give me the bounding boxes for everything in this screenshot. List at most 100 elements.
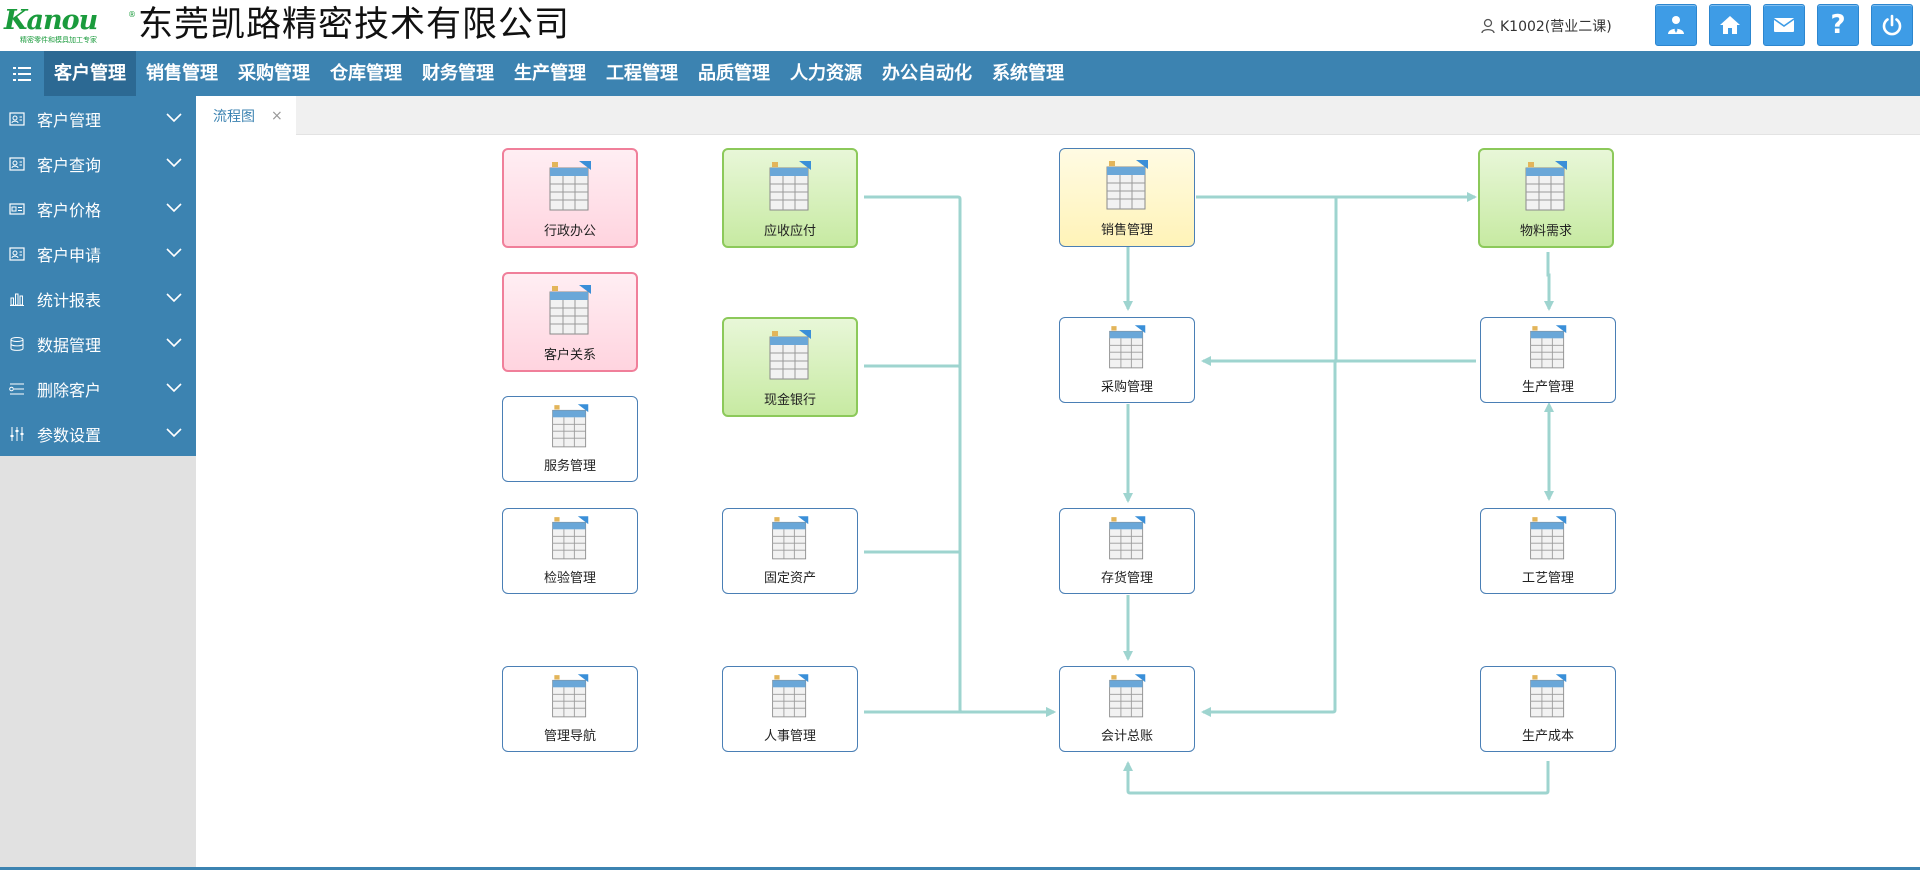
node-material-demand[interactable]: 物料需求	[1478, 148, 1614, 248]
chevron-down-icon	[166, 293, 182, 303]
sliders-icon	[10, 426, 24, 441]
link-material-to-purchase	[1201, 197, 1338, 366]
node-sales-management[interactable]: 销售管理	[1059, 148, 1195, 247]
nav-system[interactable]: 系统管理	[992, 63, 1064, 84]
node-receivables-payables[interactable]: 应收应付	[722, 148, 858, 248]
tab-label: 流程图	[213, 108, 255, 125]
sidebar-item-customer-price[interactable]: 客户价格	[0, 186, 196, 231]
sidebar-item-customer-manage[interactable]: 客户管理	[0, 96, 196, 141]
menu-toggle-button[interactable]	[0, 51, 44, 96]
home-button[interactable]	[1709, 4, 1751, 46]
database-icon	[10, 336, 24, 351]
node-label: 现金银行	[763, 393, 816, 408]
sidebar-item-label: 客户申请	[37, 245, 102, 265]
node-label: 生产管理	[1521, 380, 1574, 395]
node-label: 工艺管理	[1521, 571, 1574, 586]
nav-purchase[interactable]: 采购管理	[238, 63, 310, 84]
sidebar-item-label: 客户价格	[37, 200, 102, 220]
flow-connectors	[864, 192, 1554, 795]
help-button[interactable]: ?	[1817, 4, 1859, 46]
nav-engineering[interactable]: 工程管理	[606, 63, 678, 84]
person-icon	[1668, 16, 1684, 34]
node-fixed-assets[interactable]: 固定资产	[722, 508, 858, 594]
sidebar-item-parameters[interactable]: 参数设置	[0, 411, 196, 456]
chevron-down-icon	[166, 248, 182, 258]
spreadsheet-icon	[1106, 160, 1148, 210]
nav-quality[interactable]: 品质管理	[698, 63, 770, 84]
node-label: 服务管理	[543, 459, 596, 474]
node-admin-office[interactable]: 行政办公	[502, 148, 638, 248]
current-user[interactable]: K1002(营业二课)	[1480, 16, 1612, 36]
nav-production[interactable]: 生产管理	[514, 63, 586, 84]
company-logo: Kanou ® 精密零件和模具加工专家	[4, 6, 136, 46]
tab-close-icon[interactable]: ×	[271, 107, 283, 124]
nav-customer[interactable]: 客户管理	[44, 51, 136, 96]
spreadsheet-icon	[769, 330, 811, 380]
company-name: 东莞凯路精密技术有限公司	[138, 5, 571, 45]
node-service-management[interactable]: 服务管理	[502, 396, 638, 482]
node-label: 销售管理	[1100, 223, 1153, 238]
chevron-down-icon	[166, 158, 182, 168]
nav-hr[interactable]: 人力资源	[790, 63, 862, 84]
node-production-cost[interactable]: 生产成本	[1480, 666, 1616, 752]
sidebar-item-customer-apply[interactable]: 客户申请	[0, 231, 196, 276]
sidebar: 客户管理 客户查询 客户价格 客户申请 统计报表 数据管理	[0, 96, 196, 870]
contact-card-icon	[9, 156, 25, 171]
nav-warehouse[interactable]: 仓库管理	[330, 63, 402, 84]
node-label: 存货管理	[1100, 571, 1153, 586]
sidebar-item-label: 删除客户	[37, 380, 102, 400]
link-material-to-production	[1544, 252, 1554, 311]
tab-flowchart[interactable]: 流程图 ×	[196, 96, 296, 135]
node-management-navigation[interactable]: 管理导航	[502, 666, 638, 752]
node-general-ledger[interactable]: 会计总账	[1059, 666, 1195, 752]
spreadsheet-icon	[1525, 161, 1567, 211]
node-inspection-management[interactable]: 检验管理	[502, 508, 638, 594]
logo-tagline: 精密零件和模具加工专家	[20, 36, 97, 44]
chevron-down-icon	[166, 113, 182, 123]
app-header: Kanou ® 精密零件和模具加工专家 东莞凯路精密技术有限公司 K1002(营…	[0, 0, 1920, 51]
spreadsheet-icon	[769, 161, 811, 211]
mail-icon	[1773, 18, 1795, 32]
logout-button[interactable]	[1871, 4, 1913, 46]
spreadsheet-icon	[552, 674, 589, 718]
nav-office[interactable]: 办公自动化	[882, 63, 972, 84]
sidebar-item-statistics[interactable]: 统计报表	[0, 276, 196, 321]
profile-button[interactable]	[1655, 4, 1697, 46]
mail-button[interactable]	[1763, 4, 1805, 46]
spreadsheet-icon	[772, 516, 809, 560]
home-icon	[1720, 16, 1740, 34]
node-inventory-management[interactable]: 存货管理	[1059, 508, 1195, 594]
node-customer-relations[interactable]: 客户关系	[502, 272, 638, 372]
spreadsheet-icon	[549, 161, 591, 211]
nav-sales[interactable]: 销售管理	[146, 63, 218, 84]
spreadsheet-icon	[552, 516, 589, 560]
spreadsheet-icon	[1530, 674, 1567, 718]
bottom-border	[0, 867, 1920, 870]
nav-finance[interactable]: 财务管理	[422, 63, 494, 84]
node-cash-bank[interactable]: 现金银行	[722, 317, 858, 417]
node-process-management[interactable]: 工艺管理	[1480, 508, 1616, 594]
contact-card-icon	[9, 246, 25, 261]
node-label: 生产成本	[1521, 729, 1574, 744]
sidebar-item-delete-customer[interactable]: 删除客户	[0, 366, 196, 411]
node-personnel-management[interactable]: 人事管理	[722, 666, 858, 752]
sidebar-item-customer-query[interactable]: 客户查询	[0, 141, 196, 186]
spreadsheet-icon	[1530, 516, 1567, 560]
chevron-down-icon	[166, 383, 182, 393]
spreadsheet-icon	[1109, 325, 1146, 369]
node-label: 应收应付	[763, 224, 816, 239]
node-production-management[interactable]: 生产管理	[1480, 317, 1616, 403]
node-purchase-management[interactable]: 采购管理	[1059, 317, 1195, 403]
spreadsheet-icon	[552, 404, 589, 448]
logo-registered-mark: ®	[128, 10, 136, 19]
menu-list-icon	[13, 66, 31, 81]
sidebar-item-label: 客户查询	[37, 155, 102, 175]
spreadsheet-icon	[549, 285, 591, 335]
spreadsheet-icon	[1530, 325, 1567, 369]
contact-card-icon	[9, 111, 25, 126]
sidebar-item-data-manage[interactable]: 数据管理	[0, 321, 196, 366]
spreadsheet-icon	[772, 674, 809, 718]
spreadsheet-icon	[1109, 516, 1146, 560]
node-label: 检验管理	[543, 571, 596, 586]
node-label: 人事管理	[763, 729, 816, 744]
